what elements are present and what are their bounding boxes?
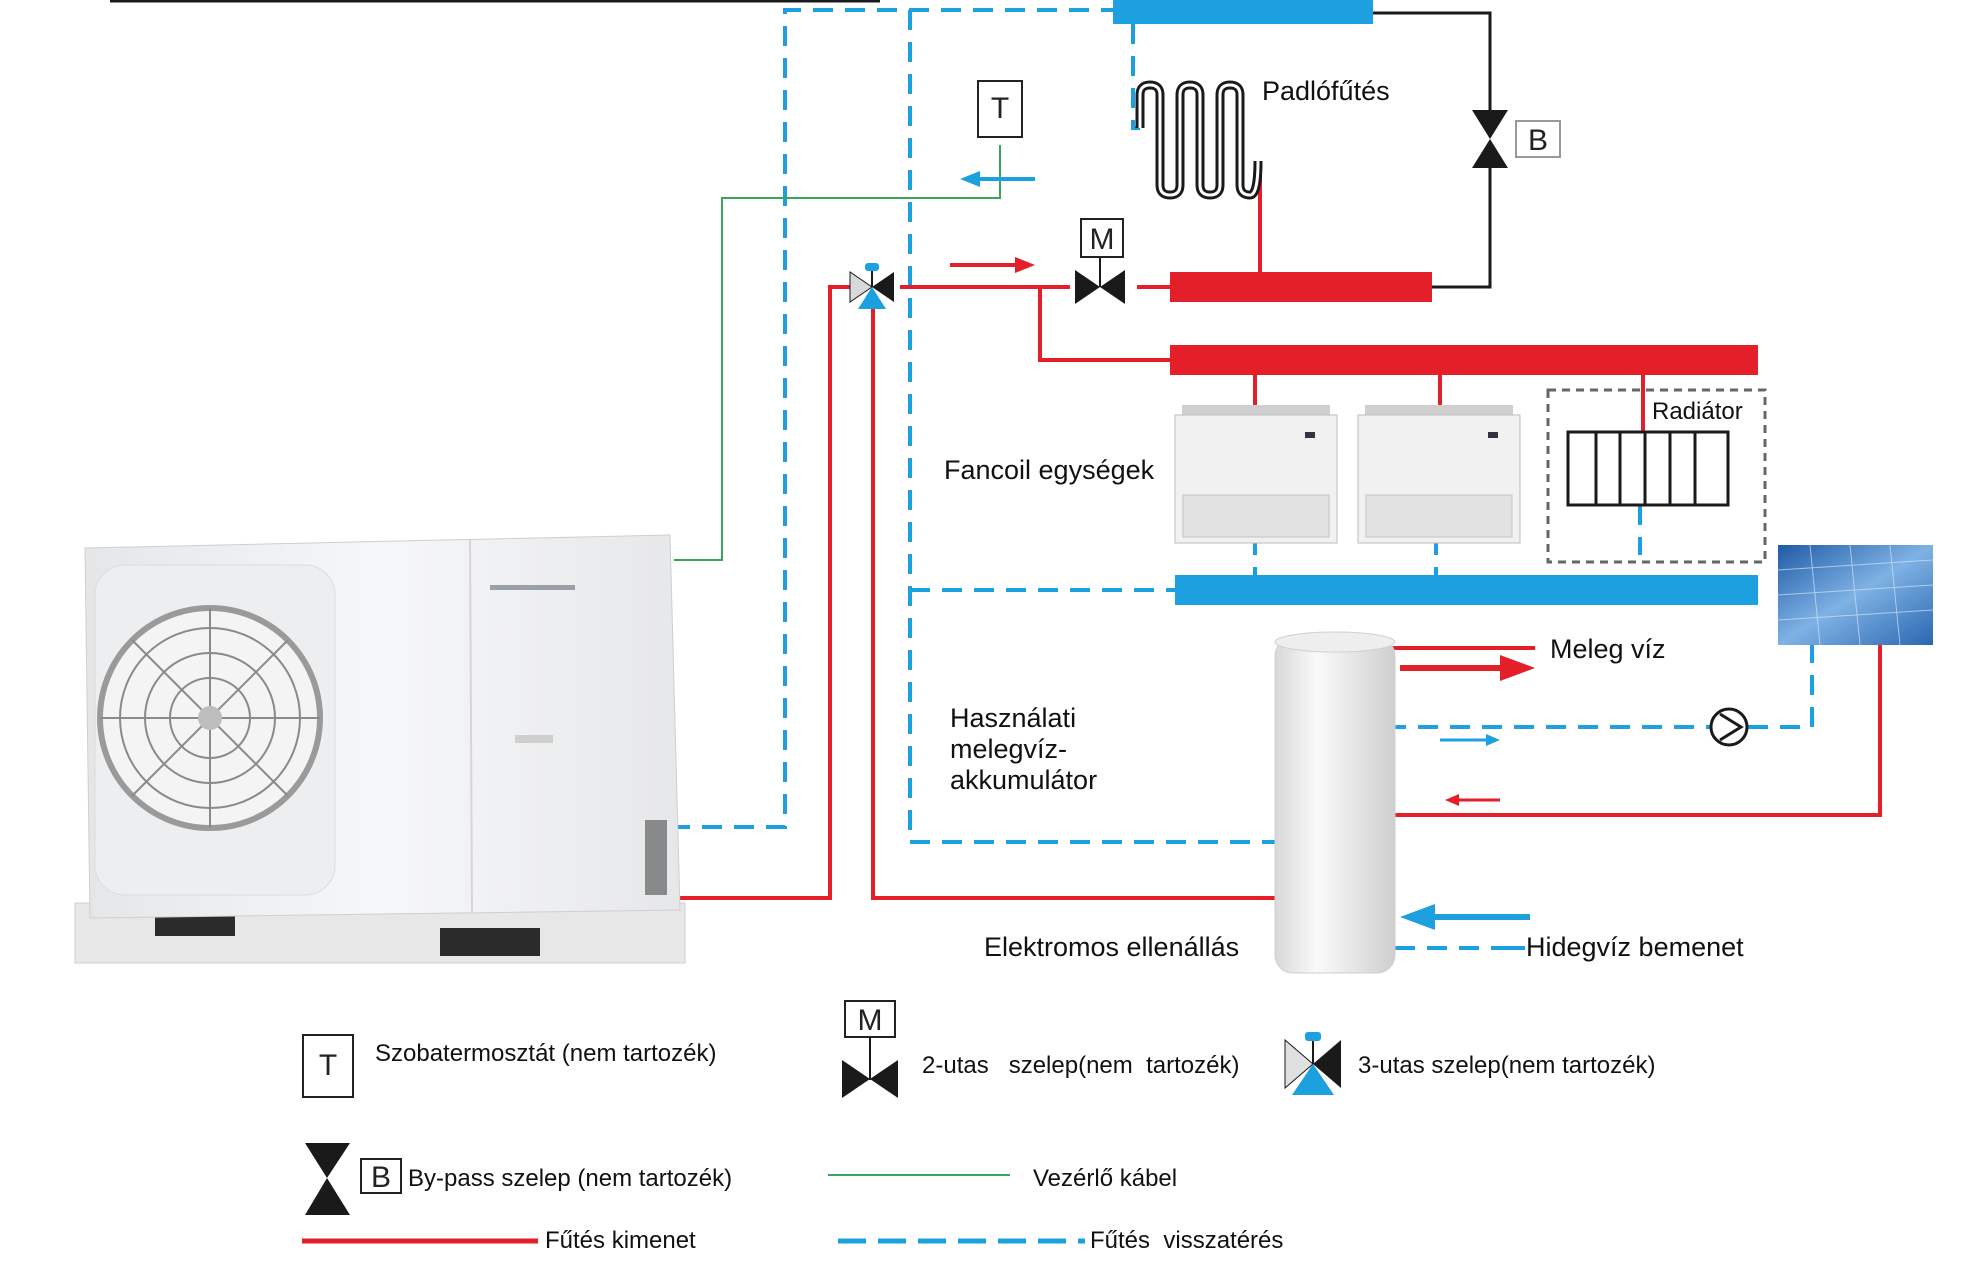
legend-heating-output-label: Fűtés kimenet bbox=[545, 1227, 696, 1254]
radiator-label: Radiátor bbox=[1652, 398, 1743, 425]
circulation-pump bbox=[1709, 707, 1749, 747]
legend-two-way-valve-icon bbox=[842, 1036, 898, 1098]
heat-pump-outdoor-unit bbox=[74, 534, 686, 964]
floor-heating-label: Padlófűtés bbox=[1262, 76, 1390, 106]
legend-thermostat-label: Szobatermosztát (nem tartozék) bbox=[375, 1040, 717, 1067]
bypass-loop bbox=[1373, 11, 1492, 289]
three-way-valve-symbol bbox=[849, 263, 894, 309]
bypass-valve-symbol bbox=[1472, 110, 1508, 168]
two-way-valve-symbol bbox=[1075, 258, 1125, 304]
heating-return-pipes bbox=[670, 8, 1814, 950]
legend-three-way-valve-label: 3-utas szelep(nem tartozék) bbox=[1358, 1052, 1656, 1079]
fancoil-return-manifold bbox=[1175, 575, 1758, 605]
radiator-dashed-box bbox=[1546, 388, 1767, 564]
dhw-tank bbox=[1274, 631, 1396, 974]
legend-control-cable-label: Vezérlő kábel bbox=[1033, 1165, 1178, 1192]
fancoil-supply-manifold bbox=[1170, 345, 1758, 375]
fancoil-units-label: Fancoil egységek bbox=[944, 455, 1155, 485]
hot-water-label: Meleg víz bbox=[1550, 634, 1666, 664]
legend-bypass-valve-label: By-pass szelep (nem tartozék) bbox=[408, 1165, 733, 1192]
floor-supply-manifold bbox=[1170, 272, 1432, 302]
legend-motor-box: M bbox=[844, 1000, 896, 1038]
legend-bypass-letter-box: B bbox=[360, 1158, 402, 1194]
legend-two-way-valve-label: 2-utas szelep(nem tartozék) bbox=[922, 1052, 1240, 1079]
bypass-valve-letter-box: B bbox=[1515, 120, 1561, 158]
legend-bypass-valve-icon bbox=[305, 1143, 350, 1215]
fancoil-unit-2 bbox=[1357, 405, 1521, 544]
cold-water-inlet-label: Hidegvíz bemenet bbox=[1526, 932, 1744, 962]
thermostat-box: T bbox=[977, 80, 1023, 138]
two-way-valve-motor-box: M bbox=[1080, 218, 1124, 258]
fancoil-unit-1 bbox=[1174, 405, 1338, 544]
radiator-icon bbox=[1566, 430, 1730, 507]
legend-three-way-valve-icon bbox=[1284, 1032, 1341, 1095]
legend-thermostat-box: T bbox=[302, 1034, 354, 1098]
top-return-manifold bbox=[1113, 0, 1373, 24]
flow-arrows bbox=[950, 171, 1535, 930]
electric-heater-label: Elektromos ellenállás bbox=[984, 932, 1240, 962]
dhw-tank-label: Használati melegvíz- akkumulátor bbox=[950, 703, 1098, 795]
control-cable bbox=[674, 145, 1001, 561]
solar-panel bbox=[1777, 544, 1934, 646]
legend-heating-return-label: Fűtés visszatérés bbox=[1090, 1227, 1284, 1254]
